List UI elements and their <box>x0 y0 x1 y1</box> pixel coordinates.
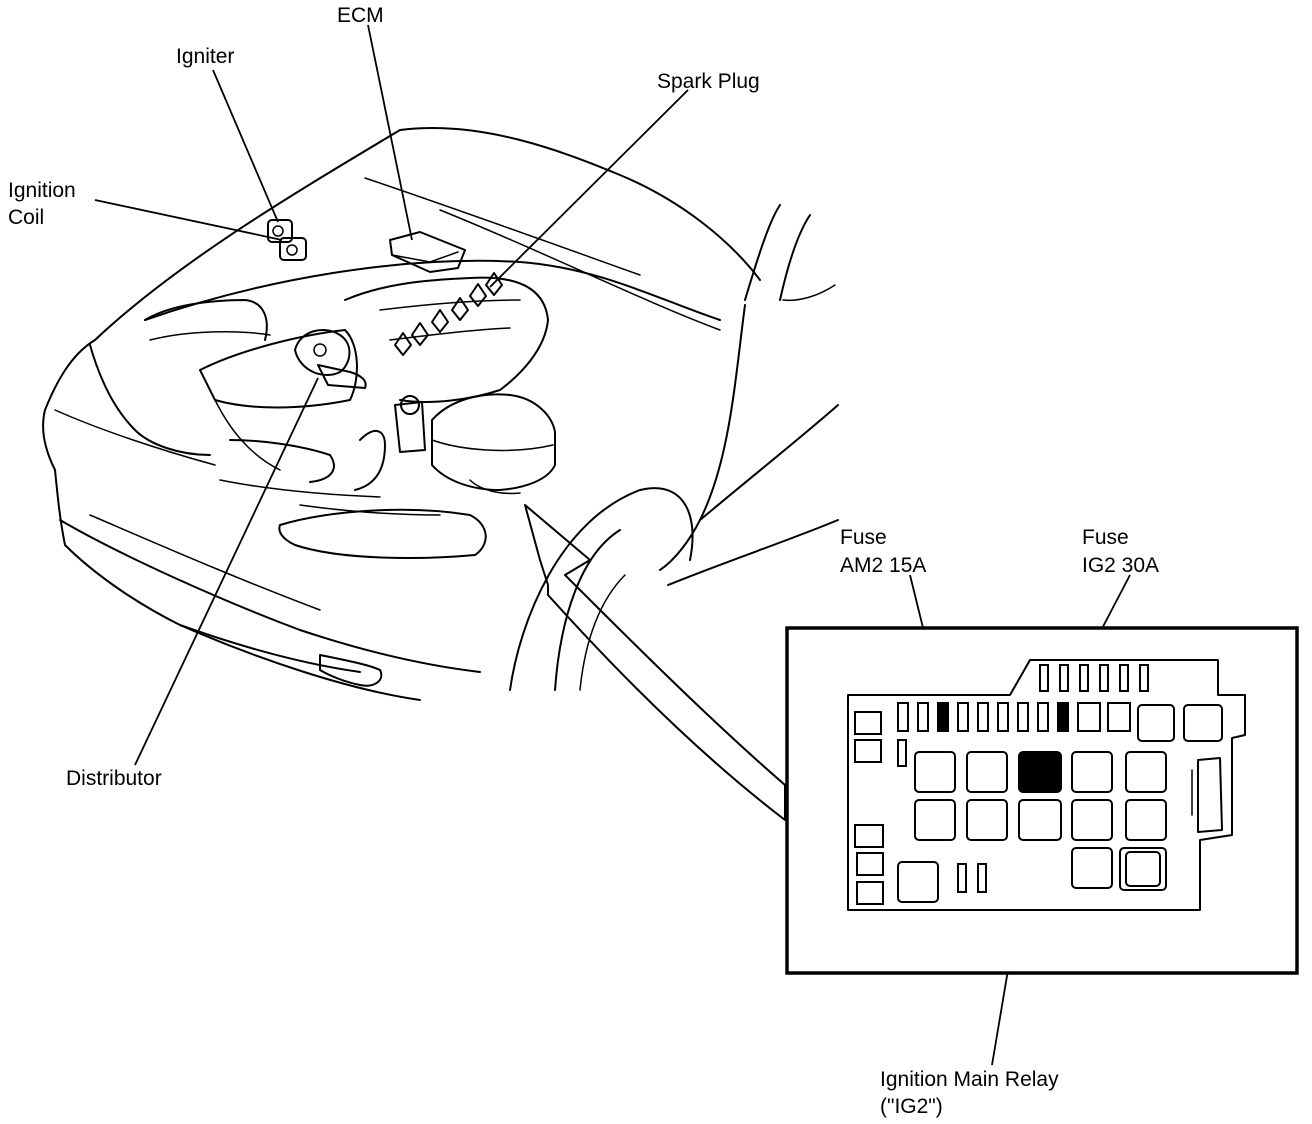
label-ignition-main-relay-line1: Ignition Main Relay <box>880 1068 1059 1091</box>
label-spark-plug: Spark Plug <box>657 70 760 93</box>
label-ecm: ECM <box>337 4 384 27</box>
fuse-am2-highlight <box>937 702 949 732</box>
relay-grid <box>897 751 1167 903</box>
inset-fuse-panel <box>847 659 1246 911</box>
label-igniter: Igniter <box>176 45 234 68</box>
label-fuse-am2-line1: Fuse <box>840 526 887 549</box>
distributor-unit <box>294 329 367 389</box>
car-body-outline <box>42 127 839 701</box>
fuse-box-housing <box>431 393 556 495</box>
ignition-main-relay-highlight <box>1018 751 1062 793</box>
label-fuse-ig2-line1: Fuse <box>1082 526 1129 549</box>
callout-arrow <box>524 504 786 821</box>
label-ignition-coil-line1: Ignition <box>8 179 76 202</box>
igniter-unit <box>267 219 307 261</box>
engine-bay <box>144 276 549 516</box>
spark-plug-row <box>394 272 503 356</box>
label-ignition-main-relay-line2: ("IG2") <box>880 1095 943 1118</box>
main-fuse-row <box>854 702 1223 742</box>
top-mini-fuses <box>1039 664 1149 692</box>
fuse-ig2-highlight <box>1057 702 1069 732</box>
label-fuse-ig2-line2: IG2 30A <box>1082 554 1159 577</box>
ecm-module <box>389 231 466 273</box>
label-fuse-am2-line2: AM2 15A <box>840 554 926 577</box>
label-ignition-coil-line2: Coil <box>8 206 44 229</box>
label-distributor: Distributor <box>66 767 162 790</box>
